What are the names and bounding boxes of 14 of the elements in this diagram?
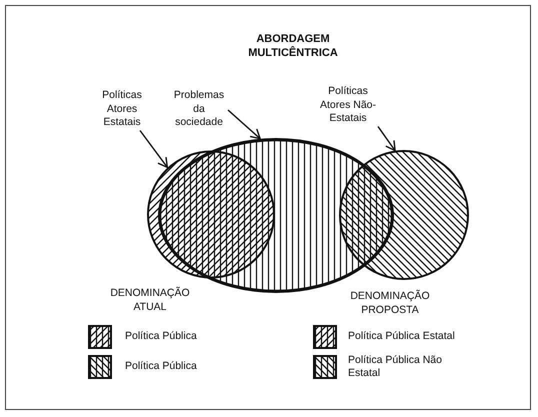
legend-text: Política Pública [125, 330, 198, 344]
legend-text: Política Pública Não Estatal [348, 354, 443, 380]
arrow [139, 130, 168, 168]
denomination-label: DENOMINAÇÃO PROPOSTA [349, 290, 431, 317]
legend-text: Política Pública Estatal [348, 330, 456, 344]
legend-text: Política Pública [125, 360, 198, 374]
callout-text: Políticas Atores Estatais [92, 89, 152, 130]
arrow [377, 126, 396, 152]
denomination-label: DENOMINAÇÃO ATUAL [109, 287, 191, 314]
title: ABORDAGEM MULTICÊNTRICA [247, 33, 339, 60]
arrow [228, 109, 261, 140]
callout-text: Políticas Atores Não-Estatais [313, 85, 383, 126]
callout-text: Problemas da sociedade [171, 89, 227, 130]
circle-shape [338, 150, 470, 280]
